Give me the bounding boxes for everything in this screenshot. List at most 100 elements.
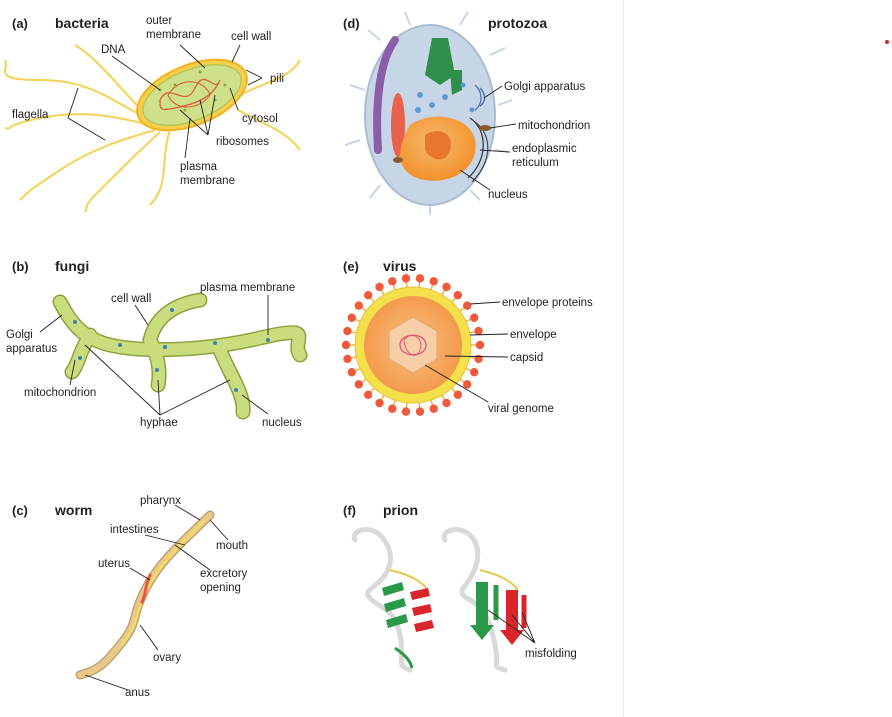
label-plasma-membrane-1: plasma [180,161,218,173]
protozoa-leader-lines [459,85,517,191]
envelope-protein-spike [388,404,397,413]
envelope-protein-spike [463,380,472,389]
envelope-protein-spike [415,407,425,416]
label-excretory-2: opening [200,582,241,594]
envelope-protein-spike [470,368,479,377]
bacteria-leader-lines [67,44,263,159]
label-mitochondrion-b: mitochondrion [24,387,96,399]
envelope-protein-spike [354,301,363,310]
label-envelope: envelope [510,329,557,341]
worm-leader-lines [84,504,229,691]
label-plasma-membrane-2: membrane [180,175,235,187]
panel-d-letter: (d) [343,16,360,31]
panel-e-virus: (e) virus envelope proteins envelope cap… [341,258,593,416]
label-er-2: reticulum [512,157,559,169]
panel-f-prion: (f) prion [343,502,577,673]
label-outer-membrane-1: outer [146,15,172,27]
label-anus: anus [125,687,150,699]
label-misfolding: misfolding [525,648,577,660]
panel-a-title: bacteria [55,15,109,31]
envelope-protein-spike [343,354,352,364]
label-mouth: mouth [216,540,248,552]
envelope-protein-spike [429,404,438,413]
label-cell-wall-b: cell wall [111,293,151,305]
panel-c-worm: (c) worm pharynx intestines mouth uterus… [12,495,248,699]
envelope-protein-spike [363,291,373,300]
envelope-protein-spike [470,313,479,322]
label-er-1: endoplasmic [512,143,577,155]
envelope-protein-spike [474,326,483,336]
envelope-protein-spike [343,326,352,336]
panel-e-letter: (e) [343,259,359,274]
virus-leader-lines [424,301,509,403]
fungi-labels: plasma membrane cell wall Golgi apparatu… [6,282,302,429]
envelope-protein-spike [453,291,463,300]
label-mitochondrion-d: mitochondrion [518,120,590,132]
envelope-protein-spike [401,274,411,283]
label-ovary: ovary [153,652,181,664]
panel-b-fungi: (b) fungi [6,258,308,429]
panel-b-title: fungi [55,258,89,274]
envelope-protein-spike [429,277,438,286]
label-golgi-2-b: apparatus [6,343,57,355]
page-divider [623,0,624,717]
label-cell-wall-a: cell wall [231,31,271,43]
envelope-protein-spike [453,390,463,399]
label-plasma-membrane-b: plasma membrane [200,282,295,294]
envelope-protein-spike [347,368,356,377]
envelope-protein-spike [442,282,451,292]
envelope-protein-spike [354,380,363,389]
label-hyphae: hyphae [140,417,178,429]
panel-c-letter: (c) [12,503,28,518]
panel-d-title: protozoa [488,15,547,31]
envelope-protein-spike [375,282,384,292]
label-pili: pili [270,73,284,85]
protozoa-illustration [344,11,513,215]
label-golgi-1-b: Golgi [6,329,33,341]
panel-d-protozoa: (d) protozoa [343,11,590,215]
label-nucleus-d: nucleus [488,189,528,201]
panel-a-letter: (a) [12,16,28,31]
prion-leader-lines [487,609,536,644]
label-viral-genome: viral genome [488,403,554,415]
panel-f-title: prion [383,502,418,518]
envelope-protein-spikes [341,274,485,416]
label-pharynx: pharynx [140,495,181,507]
label-outer-membrane-2: membrane [146,29,201,41]
panel-a-bacteria: (a) bacteria [4,15,301,213]
fungi-leader-lines [39,295,269,416]
protozoa-labels: Golgi apparatus mitochondrion endoplasmi… [488,81,590,201]
envelope-protein-spike [442,398,451,408]
label-golgi-d: Golgi apparatus [504,81,585,93]
label-capsid: capsid [510,352,543,364]
panel-b-letter: (b) [12,259,29,274]
hyphae-illustration [52,292,308,420]
envelope-protein-spike [401,407,411,416]
envelope-protein-spike [363,390,373,399]
virus-labels: envelope proteins envelope capsid viral … [488,297,593,415]
label-uterus: uterus [98,558,130,570]
bacteria-labels: outer membrane cell wall DNA pili flagel… [12,15,284,187]
label-flagella: flagella [12,109,49,121]
panel-e-title: virus [383,258,417,274]
virus-illustration [341,274,485,416]
envelope-protein-spike [475,340,485,350]
label-dna: DNA [101,44,126,56]
bacterium-cell [136,58,248,132]
prion-normal-structure [351,527,434,673]
envelope-protein-spike [341,340,351,350]
label-excretory-1: excretory [200,568,248,580]
panel-c-title: worm [54,502,92,518]
label-ribosomes: ribosomes [216,136,269,148]
envelope-protein-spike [463,301,472,310]
envelope-protein-spike [375,398,384,408]
envelope-protein-spike [415,274,425,283]
prion-misfolded-structure [441,527,527,673]
red-marker-dot [885,40,889,44]
label-nucleus-b: nucleus [262,417,302,429]
worm-labels: pharynx intestines mouth uterus excretor… [98,495,248,699]
envelope-protein-spike [474,354,483,364]
label-intestines: intestines [110,524,159,536]
label-envelope-proteins: envelope proteins [502,297,593,309]
